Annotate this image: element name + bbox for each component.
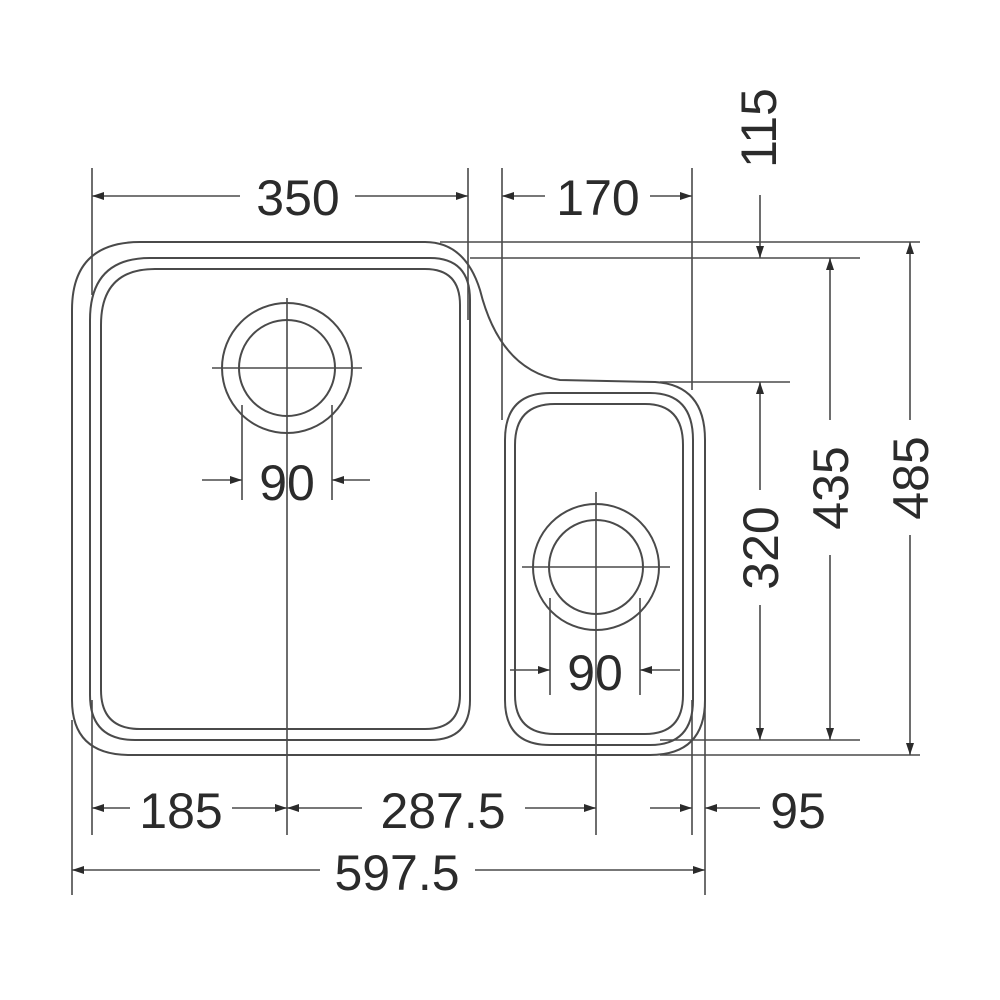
large-drain <box>212 298 362 835</box>
extension-lines <box>71 168 920 895</box>
dim-top-offset: 115 <box>731 88 787 168</box>
dim-large-drain: 90 <box>259 455 315 511</box>
dimension-labels: 350 170 115 320 435 485 90 90 185 287.5 … <box>139 88 939 901</box>
dim-drain-to-drain: 287.5 <box>380 783 505 839</box>
sink-outline <box>71 241 706 756</box>
dim-large-bowl-width: 350 <box>256 170 339 226</box>
dimension-lines <box>72 192 914 874</box>
dim-small-bowl-width: 170 <box>556 170 639 226</box>
dim-large-bowl-depth: 435 <box>803 446 859 529</box>
dim-small-bowl-depth: 320 <box>733 506 789 589</box>
dim-left-to-drain: 185 <box>139 783 222 839</box>
dim-small-drain: 90 <box>567 645 623 701</box>
small-drain <box>522 492 670 835</box>
dim-overall-width: 597.5 <box>334 845 459 901</box>
dim-overall-depth: 485 <box>883 436 939 519</box>
dim-right-offset: 95 <box>770 783 826 839</box>
